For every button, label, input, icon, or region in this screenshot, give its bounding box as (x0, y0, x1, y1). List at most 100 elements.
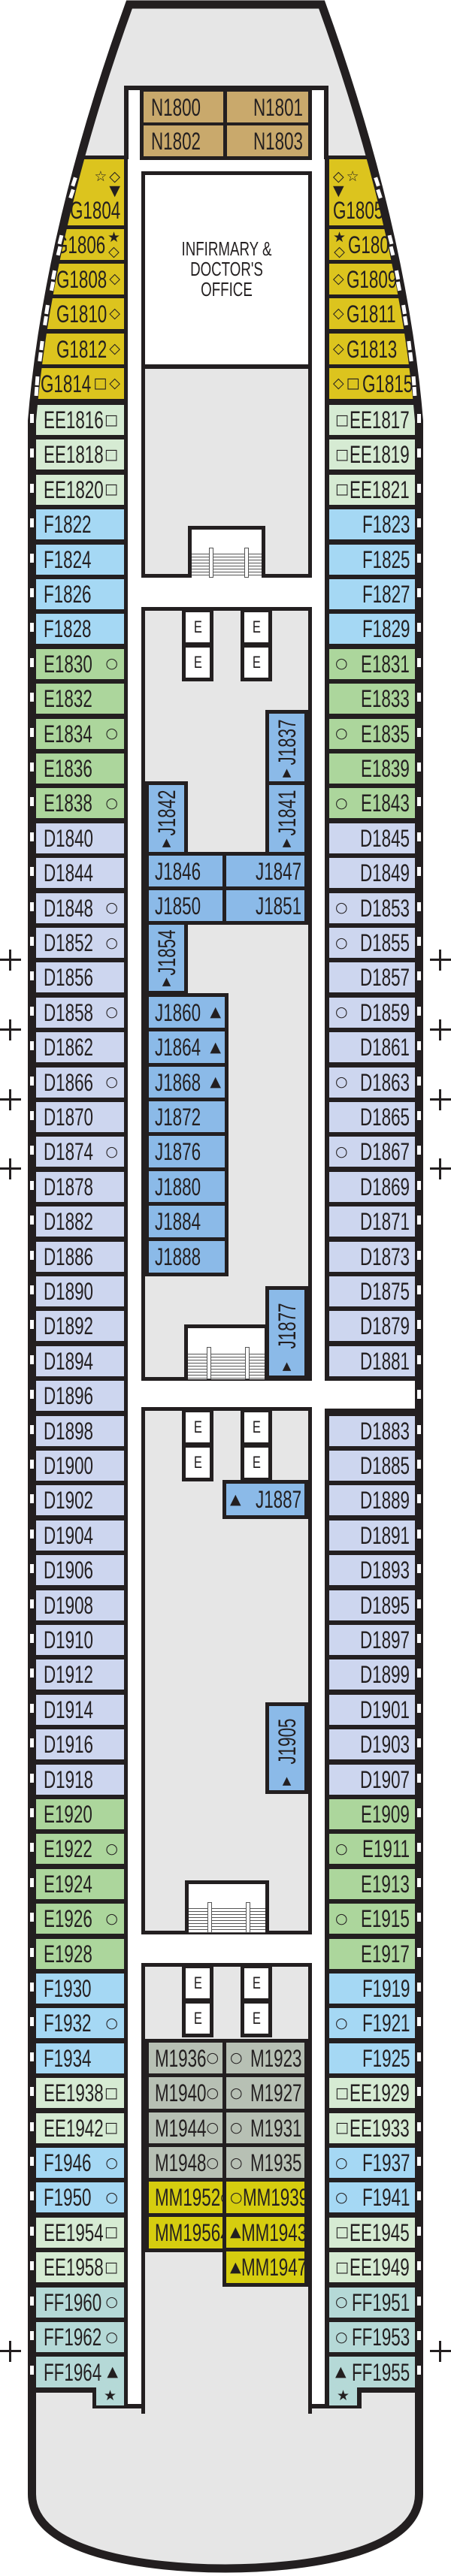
cabin-d1855[interactable]: ○D1855 (329, 928, 415, 958)
cabin-j1841[interactable]: J1841▲ (265, 781, 308, 856)
cabin-mm1947[interactable]: ▲MM1947 (222, 2248, 308, 2287)
cabin-ee1819[interactable]: □EE1819 (329, 439, 415, 470)
cabin-e1911[interactable]: ○E1911 (329, 1834, 415, 1864)
cabin-m1948[interactable]: M1948○ (145, 2143, 226, 2182)
cabin-d1901[interactable]: D1901 (329, 1695, 415, 1725)
cabin-d1871[interactable]: D1871 (329, 1206, 415, 1237)
cabin-f1930[interactable]: F1930 (36, 1974, 124, 2004)
cabin-f1921[interactable]: ○F1921 (329, 2008, 415, 2038)
cabin-ee1820[interactable]: EE1820□ (36, 475, 124, 505)
cabin-j1864[interactable]: J1864▲ (145, 1028, 229, 1067)
cabin-g1812[interactable]: G1812◇ (30, 334, 124, 364)
cabin-e1831[interactable]: ○E1831 (329, 649, 415, 679)
cabin-e1833[interactable]: E1833 (329, 684, 415, 714)
cabin-e1913[interactable]: E1913 (329, 1869, 415, 1899)
cabin-d1863[interactable]: ○D1863 (329, 1068, 415, 1098)
elevator[interactable]: E (241, 2000, 272, 2037)
cabin-d1892[interactable]: D1892 (36, 1311, 124, 1341)
cabin-d1840[interactable]: D1840 (36, 823, 124, 853)
cabin-e1915[interactable]: ○E1915 (329, 1904, 415, 1934)
cabin-ff1953[interactable]: ○FF1953 (329, 2322, 415, 2352)
cabin-d1889[interactable]: D1889 (329, 1485, 415, 1515)
cabin-f1919[interactable]: F1919 (329, 1974, 415, 2004)
cabin-ee1958[interactable]: EE1958□ (36, 2252, 124, 2282)
cabin-m1927[interactable]: ○M1927 (222, 2073, 308, 2112)
cabin-d1874[interactable]: D1874○ (36, 1137, 124, 1167)
cabin-f1825[interactable]: F1825 (329, 545, 415, 575)
cabin-mm1943[interactable]: ▲MM1943 (222, 2213, 308, 2252)
cabin-f1827[interactable]: F1827 (329, 579, 415, 609)
cabin-d1885[interactable]: D1885 (329, 1451, 415, 1481)
cabin-d1904[interactable]: D1904 (36, 1521, 124, 1551)
cabin-mm1956[interactable]: MM1956▲ (145, 2213, 226, 2252)
cabin-j1842[interactable]: J1842▲ (145, 781, 188, 856)
cabin-e1924[interactable]: E1924 (36, 1869, 124, 1899)
cabin-f1823[interactable]: F1823 (329, 509, 415, 539)
cabin-d1895[interactable]: D1895 (329, 1590, 415, 1620)
cabin-d1891[interactable]: D1891 (329, 1521, 415, 1551)
cabin-ee1818[interactable]: EE1818□ (36, 439, 124, 470)
cabin-d1858[interactable]: D1858○ (36, 998, 124, 1028)
cabin-d1869[interactable]: D1869 (329, 1172, 415, 1202)
cabin-d1879[interactable]: D1879 (329, 1311, 415, 1341)
cabin-j1872[interactable]: J1872 (145, 1098, 229, 1137)
cabin-ee1821[interactable]: □EE1821 (329, 475, 415, 505)
cabin-j1905[interactable]: J1905▲ (265, 1702, 308, 1794)
elevator[interactable]: E (241, 609, 272, 646)
cabin-d1908[interactable]: D1908 (36, 1590, 124, 1620)
cabin-d1870[interactable]: D1870 (36, 1102, 124, 1132)
cabin-ff1955[interactable]: ▲FF1955 (329, 2357, 415, 2387)
cabin-j1847[interactable]: J1847 (222, 852, 308, 890)
cabin-d1894[interactable]: D1894 (36, 1346, 124, 1376)
cabin-ff1962[interactable]: FF1962○ (36, 2322, 124, 2352)
elevator[interactable]: E (241, 1409, 272, 1446)
cabin-d1897[interactable]: D1897 (329, 1625, 415, 1655)
cabin-d1844[interactable]: D1844 (36, 858, 124, 888)
cabin-d1852[interactable]: D1852○ (36, 928, 124, 958)
elevator[interactable]: E (182, 2000, 213, 2037)
cabin-g1815[interactable]: ◇□G1815 (329, 368, 421, 399)
cabin-j1884[interactable]: J1884 (145, 1202, 229, 1241)
cabin-ee1816[interactable]: EE1816□ (36, 405, 124, 435)
cabin-d1853[interactable]: ○D1853 (329, 893, 415, 923)
cabin-d1878[interactable]: D1878 (36, 1172, 124, 1202)
cabin-m1944[interactable]: M1944○ (145, 2109, 226, 2148)
cabin-e1926[interactable]: E1926○ (36, 1904, 124, 1934)
cabin-n1801[interactable]: N1801 (227, 92, 308, 122)
cabin-e1843[interactable]: ○E1843 (329, 788, 415, 818)
cabin-e1920[interactable]: E1920 (36, 1799, 124, 1829)
cabin-j1877[interactable]: J1877▲ (265, 1286, 308, 1379)
cabin-d1873[interactable]: D1873 (329, 1242, 415, 1272)
cabin-ee1817[interactable]: □EE1817 (329, 405, 415, 435)
cabin-f1950[interactable]: F1950○ (36, 2182, 124, 2212)
elevator[interactable]: E (241, 1964, 272, 2002)
cabin-d1912[interactable]: D1912 (36, 1659, 124, 1690)
cabin-f1822[interactable]: F1822 (36, 509, 124, 539)
cabin-d1893[interactable]: D1893 (329, 1555, 415, 1585)
cabin-m1940[interactable]: M1940○ (145, 2073, 226, 2112)
cabin-f1828[interactable]: F1828 (36, 614, 124, 644)
cabin-d1882[interactable]: D1882 (36, 1206, 124, 1237)
cabin-j1888[interactable]: J1888 (145, 1237, 229, 1276)
cabin-m1936[interactable]: M1936○ (145, 2039, 226, 2078)
elevator[interactable]: E (241, 644, 272, 681)
cabin-d1856[interactable]: D1856 (36, 962, 124, 992)
cabin-d1890[interactable]: D1890 (36, 1276, 124, 1306)
cabin-j1850[interactable]: J1850 (145, 886, 226, 925)
cabin-d1902[interactable]: D1902 (36, 1485, 124, 1515)
cabin-d1886[interactable]: D1886 (36, 1242, 124, 1272)
cabin-d1899[interactable]: D1899 (329, 1659, 415, 1690)
cabin-n1800[interactable]: N1800 (144, 92, 223, 122)
cabin-ee1949[interactable]: □EE1949 (329, 2252, 415, 2282)
cabin-ee1929[interactable]: □EE1929 (329, 2078, 415, 2108)
cabin-ee1945[interactable]: □EE1945 (329, 2218, 415, 2248)
cabin-e1834[interactable]: E1834○ (36, 719, 124, 749)
cabin-f1946[interactable]: F1946○ (36, 2148, 124, 2178)
elevator[interactable]: E (182, 609, 213, 646)
cabin-mm1952[interactable]: MM1952○ (145, 2178, 226, 2217)
cabin-m1923[interactable]: ○M1923 (222, 2039, 308, 2078)
cabin-d1896[interactable]: D1896 (36, 1381, 124, 1411)
elevator[interactable]: E (182, 1444, 213, 1481)
cabin-e1836[interactable]: E1836 (36, 753, 124, 784)
cabin-d1845[interactable]: D1845 (329, 823, 415, 853)
